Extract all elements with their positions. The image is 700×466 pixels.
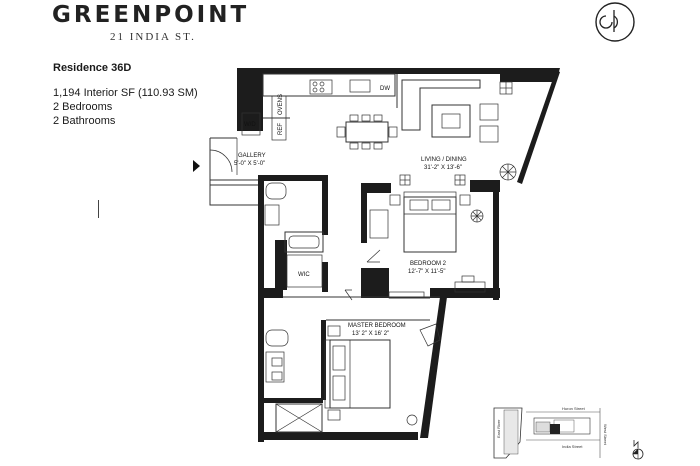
ovens-label: OVENS (278, 94, 284, 115)
key-plan-unit-highlight (550, 424, 560, 434)
north-arrow-icon (632, 440, 644, 460)
wall-wic-east (322, 262, 328, 292)
ref-label: REF (278, 123, 284, 135)
wd-label: W/D (244, 122, 256, 128)
residence-bathrooms: 2 Bathrooms (53, 115, 116, 127)
washer-dryer-icon (241, 112, 261, 136)
wall-bed2-east (493, 180, 499, 300)
wall-bed2-nw (361, 183, 391, 193)
wall-bath-east (322, 175, 328, 235)
key-plan-building (533, 417, 591, 435)
vanity-2-icon (265, 351, 285, 383)
living-name: LIVING / DINING (421, 157, 467, 163)
kitchen-counter (262, 73, 396, 97)
master-side-table (406, 414, 418, 426)
bathtub-icon (284, 231, 324, 253)
wall-ensuite-east (321, 320, 326, 400)
shower-icon (275, 403, 323, 433)
wic-room (286, 254, 323, 288)
vanity-1-icon (264, 204, 280, 226)
wall-bed2-sw (361, 268, 389, 298)
wic-label: WIC (298, 272, 310, 278)
armchair-1 (479, 103, 499, 121)
plant-icon (499, 163, 517, 181)
wall-bed2-west (361, 183, 367, 243)
entry-door-swing (209, 149, 233, 173)
wall-bed2-ne (470, 180, 500, 192)
gallery-name: GALLERY (238, 153, 266, 159)
gallery-dims: 5'-0" X 5'-0" (234, 161, 265, 167)
key-plan-street-1: Huron Street (562, 406, 586, 411)
dining-table (345, 121, 389, 143)
wall-south (258, 432, 418, 440)
master-armchair (419, 323, 441, 347)
toilet-2-icon (265, 329, 289, 347)
master-door-swing (344, 289, 353, 301)
key-plan: Huron Street India Street West Street Ea… (493, 406, 644, 460)
wall-wic-west (275, 240, 287, 290)
wall-bath-top (258, 175, 328, 181)
wall-bath-west (258, 175, 264, 290)
residence-area: 1,194 Interior SF (110.93 SM) (53, 87, 198, 99)
brand-title: GREENPOINT (52, 2, 250, 28)
wall-master-east (420, 297, 447, 438)
cooktop-icon (309, 79, 333, 95)
bedroom2-name: BEDROOM 2 (410, 261, 447, 267)
armchair-2 (479, 125, 499, 143)
plant-2-icon (470, 209, 484, 223)
brand-address: 21 INDIA ST. (110, 31, 196, 43)
key-plan-street-2: India Street (562, 444, 583, 449)
bedroom2-dims: 12'-7" X 11'-5" (408, 269, 445, 275)
key-plan-street-4: East River (496, 419, 501, 438)
gallery-outline (209, 138, 258, 206)
wall-bed2-south (430, 288, 500, 298)
bed2-door-swing (366, 249, 381, 263)
wall-kitchen-west (237, 68, 263, 131)
wall-north (237, 68, 502, 74)
master-name: MASTER BEDROOM (348, 323, 406, 329)
wall-master-west (258, 290, 264, 442)
toilet-1-icon (265, 182, 287, 200)
scale-tick (98, 200, 99, 218)
gp-monogram-logo (595, 2, 635, 42)
entry-arrow-icon (193, 160, 200, 172)
coffee-table (431, 104, 471, 138)
kitchen-sink-icon (349, 79, 371, 93)
wall-ensuite-south (258, 398, 323, 403)
residence-bedrooms: 2 Bedrooms (53, 101, 113, 113)
closet-bed2 (369, 209, 389, 239)
wall-ne-corner (500, 68, 560, 82)
sectional-sofa (401, 79, 481, 131)
fridge-icon (271, 117, 287, 141)
dw-label: DW (380, 86, 390, 92)
wall-east-living (517, 70, 560, 184)
wall-master-nw (258, 288, 283, 298)
key-plan-street-3: West Street (603, 424, 608, 446)
living-dims: 31'-2" X 13'-6" (424, 165, 462, 171)
residence-name: Residence 36D (53, 62, 132, 74)
master-dims: 13' 2" X 16' 2" (352, 331, 389, 337)
